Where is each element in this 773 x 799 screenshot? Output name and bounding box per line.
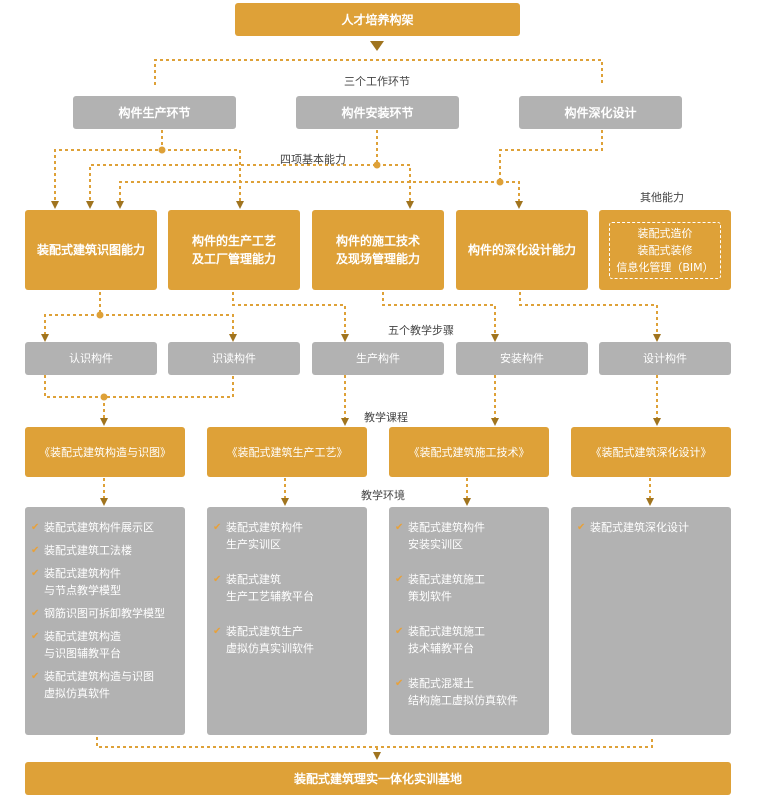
check-icon: ✔ xyxy=(213,522,222,533)
label-environment: 教学环境 xyxy=(361,489,405,502)
course-construction-tech: 《装配式建筑施工技术》 xyxy=(389,427,549,477)
ability-drawing-reading: 装配式建筑识图能力 xyxy=(25,210,157,290)
check-icon: ✔ xyxy=(395,626,404,637)
check-icon: ✔ xyxy=(31,671,40,682)
other-abilities-box: 装配式造价 装配式装修 信息化管理（BIM） xyxy=(599,210,731,290)
work-link-installation: 构件安装环节 xyxy=(296,96,459,129)
step-design: 设计构件 xyxy=(599,342,731,375)
environment-item: ✔装配式建筑构造 与识图辅教平台 xyxy=(31,630,121,660)
environment-panel-4: ✔装配式建筑深化设计 xyxy=(571,507,731,735)
environment-item: ✔装配式建筑构件 安装实训区 xyxy=(395,521,485,551)
label-courses: 教学课程 xyxy=(364,411,408,424)
step-read: 识读构件 xyxy=(168,342,300,375)
course-construction-drawing: 《装配式建筑构造与识图》 xyxy=(25,427,185,477)
environment-panel-3: ✔装配式建筑构件 安装实训区 ✔装配式建筑施工 策划软件 ✔装配式建筑施工 技术… xyxy=(389,507,549,735)
ability-production-management: 构件的生产工艺 及工厂管理能力 xyxy=(168,210,300,290)
training-base: 装配式建筑理实一体化实训基地 xyxy=(25,762,731,795)
label-steps: 五个教学步骤 xyxy=(388,324,454,337)
environment-item: ✔装配式建筑施工 技术辅教平台 xyxy=(395,625,485,655)
label-abilities: 四项基本能力 xyxy=(280,153,346,166)
environment-panel-1: ✔装配式建筑构件展示区 ✔装配式建筑工法楼 ✔装配式建筑构件 与节点教学模型 ✔… xyxy=(25,507,185,735)
environment-item: ✔装配式建筑构造与识图 虚拟仿真软件 xyxy=(31,670,154,700)
label-other-abilities: 其他能力 xyxy=(640,191,684,204)
check-icon: ✔ xyxy=(31,522,40,533)
environment-item: ✔装配式建筑工法楼 xyxy=(31,544,132,557)
work-link-production: 构件生产环节 xyxy=(73,96,236,129)
environment-item: ✔装配式建筑 生产工艺辅教平台 xyxy=(213,573,314,603)
check-icon: ✔ xyxy=(31,545,40,556)
check-icon: ✔ xyxy=(577,522,586,533)
environment-item: ✔装配式建筑生产 虚拟仿真实训软件 xyxy=(213,625,314,655)
framework-title: 人才培养构架 xyxy=(235,3,520,36)
label-work-links: 三个工作环节 xyxy=(344,75,410,88)
check-icon: ✔ xyxy=(213,574,222,585)
work-link-design: 构件深化设计 xyxy=(519,96,682,129)
other-abilities-text: 装配式造价 装配式装修 信息化管理（BIM） xyxy=(609,221,721,279)
step-install: 安装构件 xyxy=(456,342,588,375)
check-icon: ✔ xyxy=(31,568,40,579)
check-icon: ✔ xyxy=(31,608,40,619)
ability-construction-management: 构件的施工技术 及现场管理能力 xyxy=(312,210,444,290)
environment-item: ✔装配式建筑构件展示区 xyxy=(31,521,154,534)
environment-item: ✔装配式建筑构件 生产实训区 xyxy=(213,521,303,551)
check-icon: ✔ xyxy=(395,678,404,689)
environment-item: ✔装配式建筑构件 与节点教学模型 xyxy=(31,567,121,597)
check-icon: ✔ xyxy=(213,626,222,637)
step-recognize: 认识构件 xyxy=(25,342,157,375)
check-icon: ✔ xyxy=(395,522,404,533)
environment-item: ✔装配式建筑施工 策划软件 xyxy=(395,573,485,603)
environment-item: ✔装配式混凝土 结构施工虚拟仿真软件 xyxy=(395,677,518,707)
step-produce: 生产构件 xyxy=(312,342,444,375)
environment-item: ✔钢筋识图可拆卸教学模型 xyxy=(31,607,165,620)
course-production-process: 《装配式建筑生产工艺》 xyxy=(207,427,367,477)
environment-panel-2: ✔装配式建筑构件 生产实训区 ✔装配式建筑 生产工艺辅教平台 ✔装配式建筑生产 … xyxy=(207,507,367,735)
check-icon: ✔ xyxy=(31,631,40,642)
course-detailed-design: 《装配式建筑深化设计》 xyxy=(571,427,731,477)
environment-item: ✔装配式建筑深化设计 xyxy=(577,521,689,534)
ability-detailed-design: 构件的深化设计能力 xyxy=(456,210,588,290)
check-icon: ✔ xyxy=(395,574,404,585)
